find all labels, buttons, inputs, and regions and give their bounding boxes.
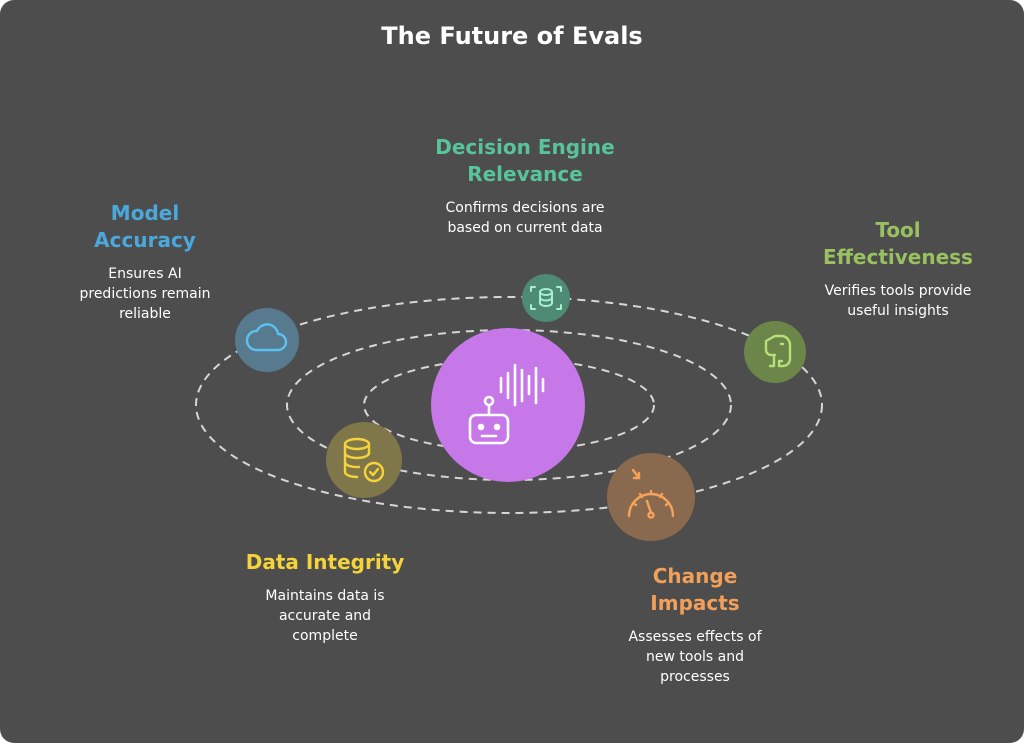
description-line: reliable	[119, 306, 171, 322]
node-data-integrity	[326, 422, 402, 498]
model-accuracy-heading: Model Accuracy	[40, 200, 250, 254]
change-impacts-heading: Change Impacts	[585, 563, 805, 617]
heading-line: Effectiveness	[823, 245, 973, 269]
description-line: Confirms decisions are	[445, 200, 605, 216]
heading-line: Impacts	[650, 591, 740, 615]
data-integrity-description: Maintains data is accurate and complete	[205, 586, 445, 646]
node-tool-effectiveness	[744, 321, 806, 383]
database-sync-icon	[530, 286, 562, 310]
description-line: complete	[292, 628, 358, 644]
description-line: Maintains data is	[265, 588, 385, 604]
description-line: predictions remain	[79, 286, 211, 302]
description-line: new tools and	[646, 649, 744, 665]
model-accuracy-description: Ensures AI predictions remain reliable	[40, 264, 250, 324]
description-line: based on current data	[447, 220, 603, 236]
decision-engine-block: Decision Engine Relevance Confirms decis…	[400, 134, 650, 238]
speedometer-icon	[627, 468, 675, 519]
description-line: processes	[660, 669, 730, 685]
description-line: Assesses effects of	[628, 629, 762, 645]
tool-effectiveness-heading: Tool Effectiveness	[780, 217, 1016, 271]
description-line: Verifies tools provide	[824, 283, 972, 299]
data-integrity-heading: Data Integrity	[205, 549, 445, 576]
diagram-title: The Future of Evals	[381, 22, 643, 50]
decision-engine-description: Confirms decisions are based on current …	[400, 198, 650, 238]
outer-orbit	[195, 296, 823, 514]
node-model-accuracy	[235, 308, 299, 372]
description-line: useful insights	[847, 303, 949, 319]
heading-line: Change	[652, 564, 738, 588]
decision-engine-heading: Decision Engine Relevance	[400, 134, 650, 188]
change-impacts-block: Change Impacts Assesses effects of new t…	[585, 563, 805, 687]
tool-effectiveness-block: Tool Effectiveness Verifies tools provid…	[780, 217, 1016, 321]
data-integrity-block: Data Integrity Maintains data is accurat…	[205, 549, 445, 646]
heading-line: Data Integrity	[245, 550, 405, 574]
robot-voice-icon	[468, 363, 545, 445]
change-impacts-description: Assesses effects of new tools and proces…	[585, 627, 805, 687]
tool-effectiveness-description: Verifies tools provide useful insights	[780, 281, 1016, 321]
cloud-icon	[245, 323, 288, 352]
evernote-elephant-icon	[764, 334, 792, 368]
description-line: Ensures AI	[108, 266, 182, 282]
description-line: accurate and	[278, 608, 372, 624]
heading-line: Relevance	[467, 162, 583, 186]
center-node	[431, 328, 585, 482]
heading-line: Accuracy	[94, 228, 196, 252]
model-accuracy-block: Model Accuracy Ensures AI predictions re…	[40, 200, 250, 324]
heading-line: Tool	[875, 218, 921, 242]
node-change-impacts	[607, 453, 695, 541]
node-decision-engine	[522, 274, 570, 322]
heading-line: Decision Engine	[435, 135, 615, 159]
heading-line: Model	[110, 201, 180, 225]
database-check-icon	[343, 437, 385, 483]
